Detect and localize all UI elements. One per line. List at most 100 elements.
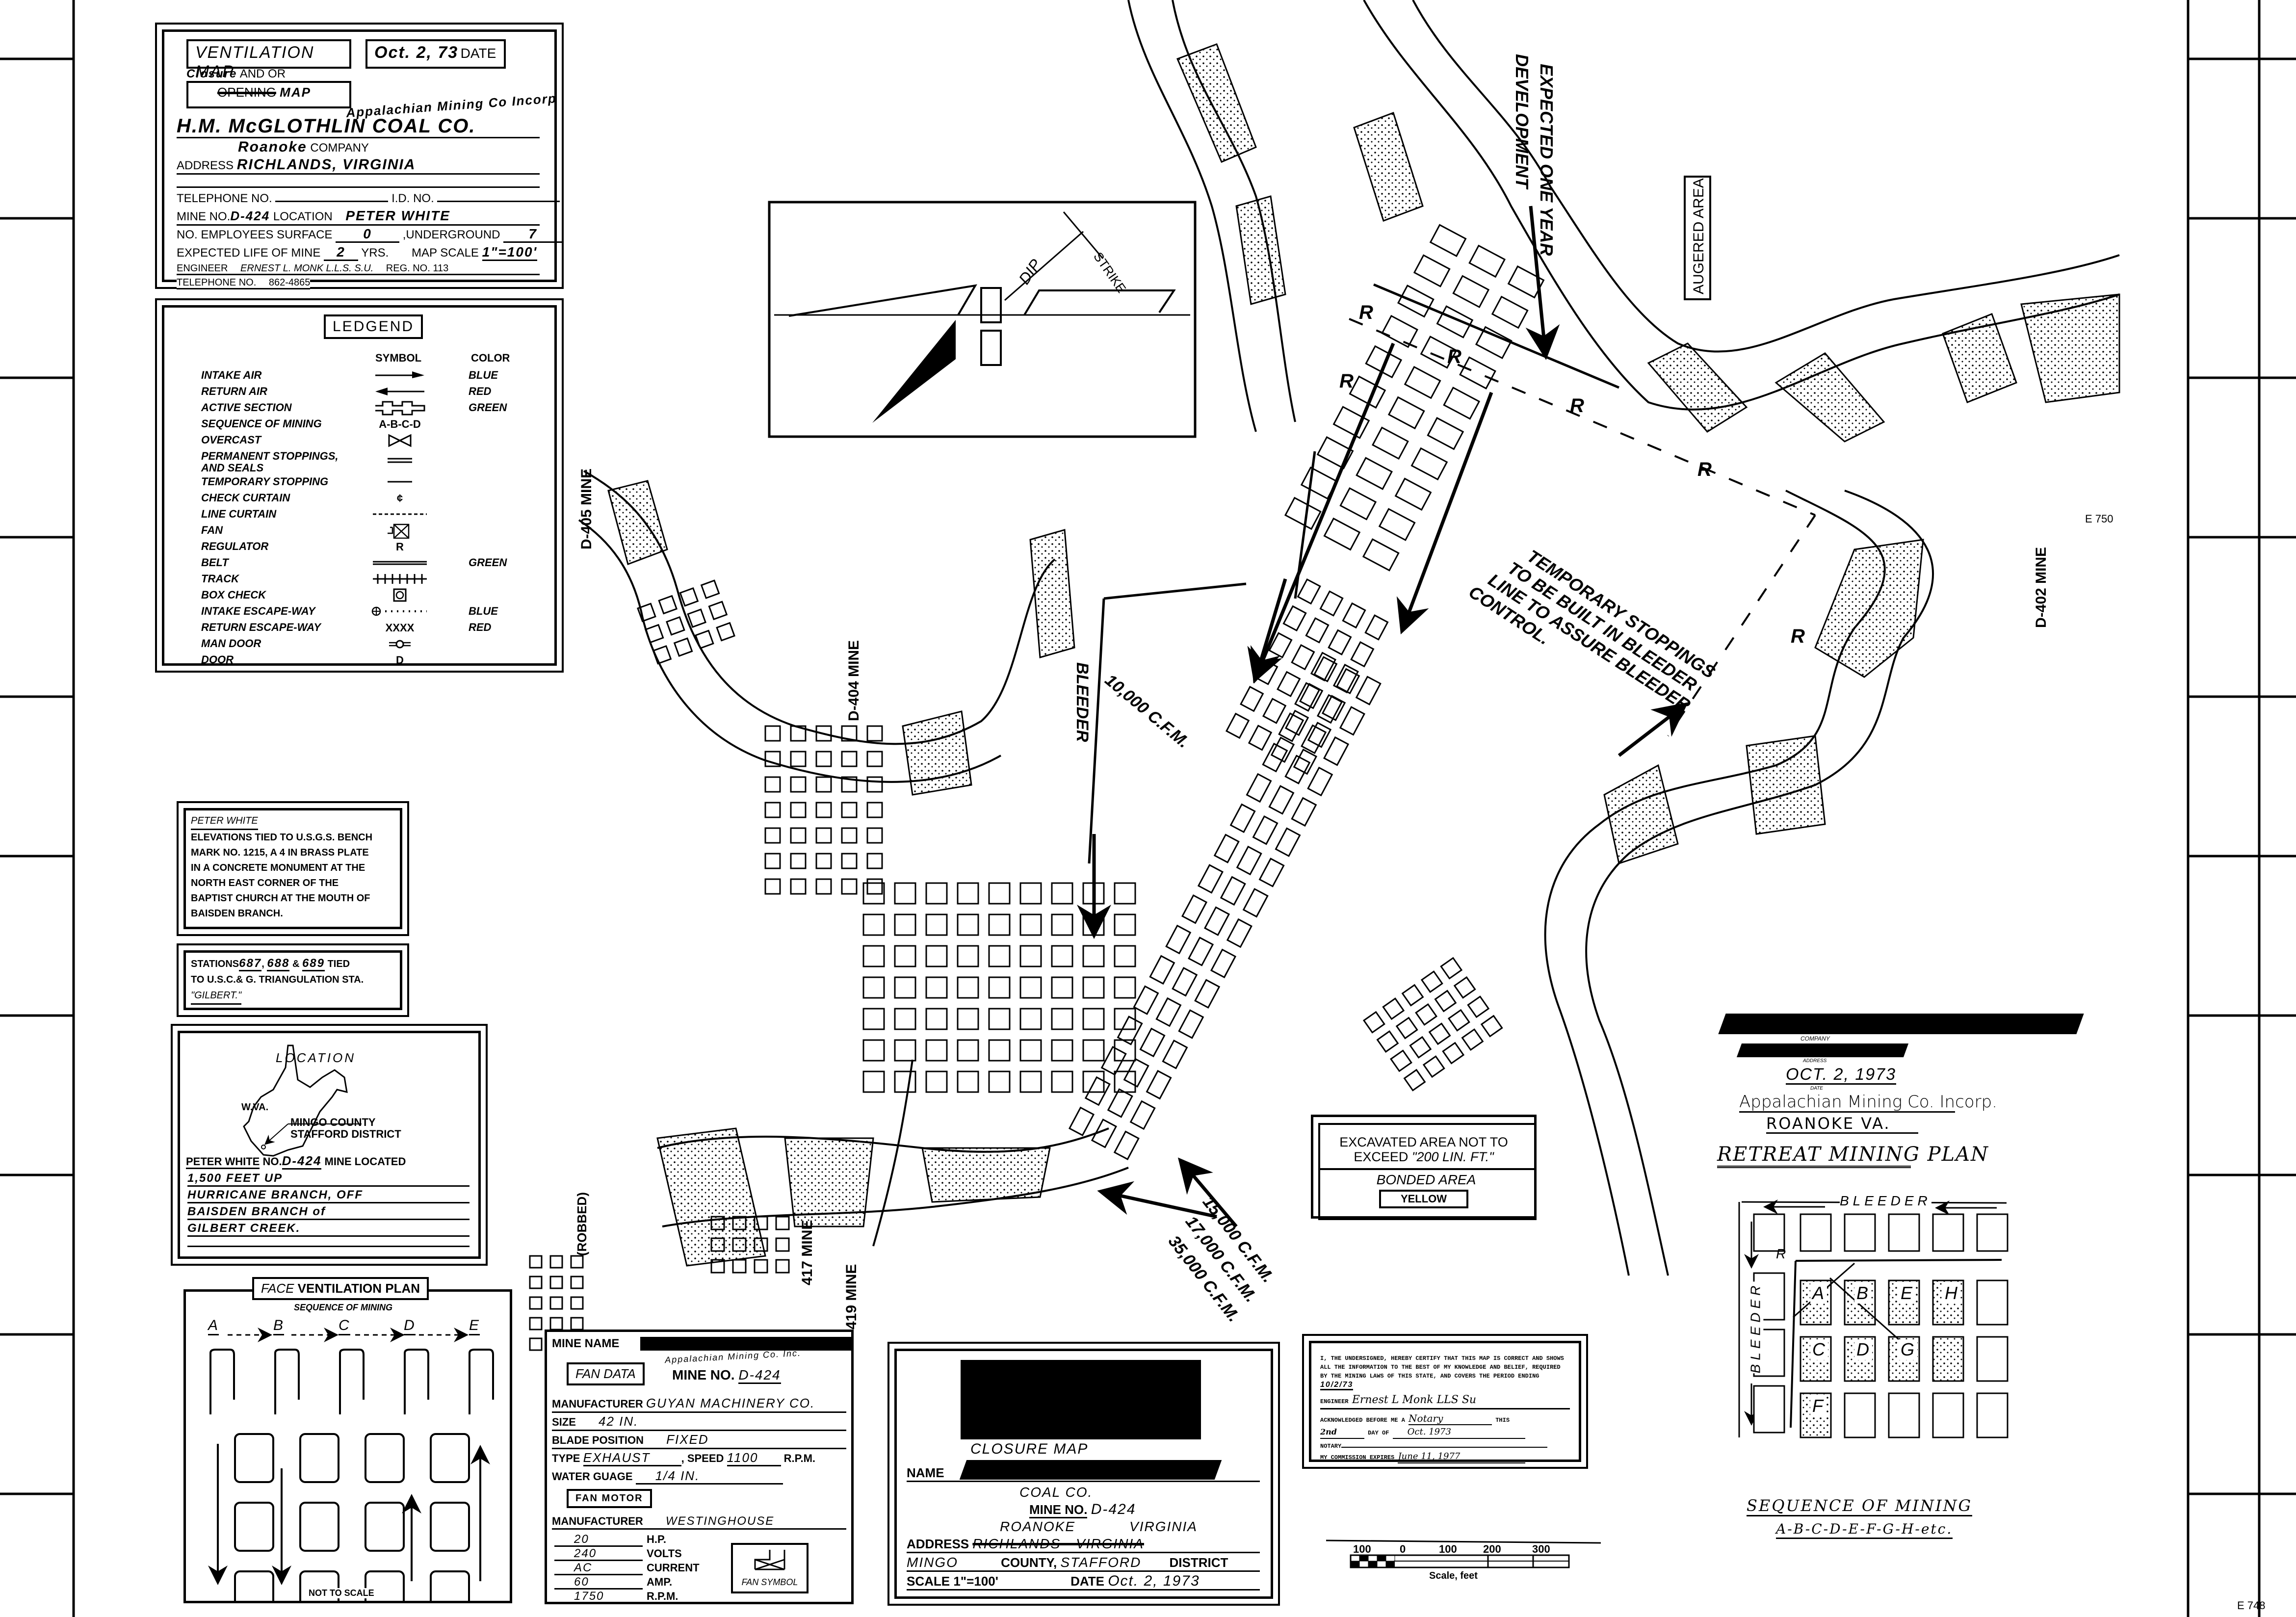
pillar (1291, 644, 1315, 671)
pillar (1844, 1213, 1876, 1252)
mine-no-value: D-424 (738, 1367, 781, 1384)
pillar (1019, 945, 1042, 967)
scale-check (1368, 1555, 1378, 1562)
scale-check (1377, 1555, 1386, 1561)
type-speed-line: TYPE EXHAUST, SPEED 1100 R.P.M. (552, 1450, 851, 1466)
pillar (1197, 864, 1224, 894)
pillar (1107, 1088, 1133, 1118)
company-name: H.M. McGLOTHLIN COAL CO. (177, 115, 540, 138)
pillar (988, 976, 1011, 999)
pillar (790, 878, 807, 895)
pillar (570, 1255, 584, 1269)
pillar (1443, 387, 1481, 420)
not-to-scale-note: NOT TO SCALE (309, 1588, 374, 1598)
pillar (862, 1039, 885, 1062)
pillar (570, 1276, 584, 1289)
opening-struck: OPENING (217, 85, 276, 100)
legend-label-text: MAN DOOR (201, 637, 261, 650)
pillar (1394, 477, 1432, 511)
pillar (1932, 1336, 1964, 1382)
cfm-label: 10,000 C.F.M. (1101, 671, 1193, 752)
pillar (1129, 1100, 1156, 1130)
benchmark-line: BAPTIST CHURCH AT THE MOUTH OF (191, 893, 370, 904)
pillar (1172, 966, 1198, 997)
pillar (754, 1259, 768, 1274)
pillar (1210, 948, 1237, 979)
pillar (732, 1237, 747, 1252)
face-plan-title-italic: FACE (261, 1281, 294, 1296)
employees-label: NO. EMPLOYEES SURFACE (177, 228, 333, 241)
location-value: PETER WHITE (345, 208, 450, 223)
retreat-plan-title: RETREAT MINING PLAN (1717, 1143, 1988, 1168)
pillar (1475, 326, 1513, 360)
pillar (1376, 1030, 1399, 1053)
pillar (1299, 682, 1324, 709)
scale-check (1350, 1555, 1360, 1562)
motor-spec-unit: R.P.M. (647, 1590, 678, 1602)
location-desc-line: HURRICANE BRANCH, OFF (187, 1188, 470, 1203)
date-caption: DATE (1810, 1086, 1823, 1091)
pillar (1401, 984, 1424, 1007)
pillar (894, 976, 916, 999)
pillar (790, 776, 807, 793)
blade-position-value: FIXED (666, 1432, 709, 1447)
pillar (988, 1039, 1011, 1062)
ack-label: ACKNOWLEDGED BEFORE ME A (1320, 1417, 1405, 1424)
pillar (815, 776, 832, 793)
mine-no-line: MINE NO. D-424 (1029, 1502, 1136, 1518)
legend-item-label: REGULATOR (201, 541, 268, 552)
station-number: 687 (239, 957, 262, 971)
excavated-area-note: EXCAVATED AREA NOT TO EXCEED "200 LIN. F… (1311, 1115, 1537, 1220)
entry-outline (274, 1349, 300, 1414)
excavated-line1: EXCAVATED AREA NOT TO (1339, 1135, 1508, 1149)
benchmark-line: NORTH EAST CORNER OF THE (191, 878, 339, 888)
pillar (1155, 997, 1182, 1027)
pillar (957, 913, 979, 936)
legend-symbol (370, 587, 429, 603)
county-label: COUNTY, (1001, 1555, 1057, 1570)
pillar (1114, 1070, 1136, 1093)
pillar (1051, 1070, 1073, 1093)
sequence-letter: D (404, 1317, 416, 1335)
motor-spec-value: 240 (554, 1547, 643, 1561)
entry-outline (339, 1349, 365, 1414)
pillar (1019, 1008, 1042, 1030)
address-line: ADDRESS RICHLANDS - VIRGINIA (907, 1536, 1260, 1553)
legend-color: RED (469, 621, 492, 633)
pillar (1319, 590, 1344, 617)
pillar (1146, 1069, 1172, 1100)
pillar (1225, 712, 1250, 739)
fan-data-panel: MINE NAME Appalachian Mining Co. Inc. FA… (545, 1330, 854, 1604)
retreat-block-letter: F (1810, 1396, 1826, 1416)
company-caption: COMPANY (1800, 1035, 1830, 1042)
legend-symbol (370, 522, 429, 539)
legend-symbol-text: XXXX (385, 622, 415, 634)
legend-label-text: SEQUENCE OF MINING (201, 417, 322, 430)
pillar (775, 1216, 790, 1230)
legend-symbol (370, 603, 429, 620)
legend-item-label: BELT (201, 557, 229, 569)
this-label: THIS (1495, 1417, 1510, 1424)
legend-item-label: TEMPORARY STOPPING (201, 476, 328, 488)
dashed-line-icon (373, 513, 427, 515)
label-d405-mine: D-405 MINE (578, 469, 595, 549)
pillar (775, 1237, 790, 1252)
label-e750: E 750 (2085, 513, 2113, 525)
label: TYPE (552, 1452, 580, 1464)
retreat-block-letter: H (1943, 1283, 1960, 1304)
legend-item: MAN DOOR (164, 636, 554, 652)
pillar (1307, 766, 1333, 797)
retreat-company: Appalachian Mining Co. Incorp. (1739, 1092, 1997, 1113)
pillar (1420, 336, 1458, 369)
legend-symbol (370, 452, 429, 469)
pillar (1316, 436, 1354, 469)
pillar (1753, 1213, 1785, 1252)
location-desc-line: GILBERT CREEK. (187, 1222, 470, 1237)
engineer-phone-line: TELEPHONE NO. 862-4865 (177, 277, 311, 289)
name-label: NAME (907, 1465, 944, 1480)
box-check-icon (393, 588, 407, 602)
man-door-icon (389, 640, 411, 649)
pillar (988, 882, 1011, 905)
blank-line (177, 182, 540, 188)
